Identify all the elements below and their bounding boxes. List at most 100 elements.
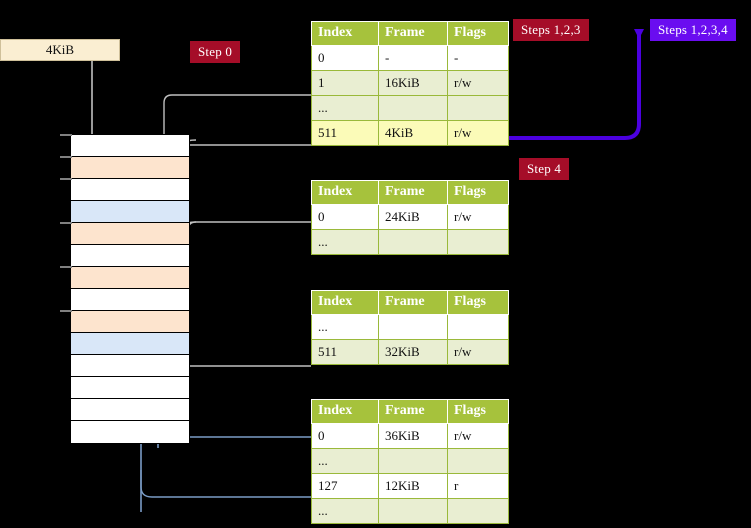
physical-memory-column <box>70 134 190 444</box>
badge-steps-1234-label: Steps 1,2,3,4 <box>658 22 728 37</box>
column-header-index: Index <box>311 21 379 46</box>
column-header-flags: Flags <box>447 399 509 424</box>
cell-frame: 32KiB <box>378 339 448 365</box>
cell-flags: r/w <box>447 204 509 230</box>
badge-step-4-label: Step 4 <box>527 161 562 176</box>
memory-frame-row <box>71 201 189 223</box>
cell-index: 127 <box>311 473 379 499</box>
column-header-flags: Flags <box>447 21 509 46</box>
table-row: 0-- <box>311 45 509 71</box>
cell-index: ... <box>311 498 379 524</box>
memory-frame-row <box>71 333 189 355</box>
table-row: ... <box>311 498 509 524</box>
column-header-frame: Frame <box>378 290 448 315</box>
memory-frame-row <box>71 311 189 333</box>
size-box-label: 4KiB <box>45 42 75 57</box>
cell-frame: 24KiB <box>378 204 448 230</box>
wire-pd-to-memory <box>174 304 311 367</box>
cell-index: ... <box>311 229 379 255</box>
cell-index: 0 <box>311 204 379 230</box>
memory-frame-row <box>71 289 189 311</box>
cell-frame <box>378 314 448 340</box>
cell-frame: 4KiB <box>378 120 448 146</box>
badge-step-4: Step 4 <box>519 158 570 180</box>
badge-steps-1234: Steps 1,2,3,4 <box>650 19 736 41</box>
table-row: ... <box>311 229 509 255</box>
cell-flags <box>447 229 509 255</box>
wire-pt-row127-to-memory <box>140 470 311 498</box>
table-row: ... <box>311 314 509 340</box>
column-header-flags: Flags <box>447 180 509 205</box>
table-row: ... <box>311 95 509 121</box>
memory-frame-row <box>71 421 189 443</box>
memory-tick <box>60 310 72 312</box>
cell-frame: - <box>378 45 448 71</box>
memory-frame-row <box>71 355 189 377</box>
memory-frame-row <box>71 223 189 245</box>
cell-frame: 36KiB <box>378 423 448 449</box>
badge-step-0: Step 0 <box>190 41 241 63</box>
memory-tick <box>60 266 72 268</box>
cell-index: 0 <box>311 423 379 449</box>
cell-frame <box>378 229 448 255</box>
size-box-4kib: 4KiB <box>0 39 120 61</box>
cell-flags: r <box>447 473 509 499</box>
memory-tick <box>60 222 72 224</box>
cell-index: 0 <box>311 45 379 71</box>
memory-frame-row <box>71 179 189 201</box>
memory-frame-row <box>71 245 189 267</box>
cell-flags: r/w <box>447 120 509 146</box>
cell-index: 1 <box>311 70 379 96</box>
memory-tick <box>60 156 72 158</box>
cell-index: 511 <box>311 339 379 365</box>
badge-step-0-label: Step 0 <box>198 44 233 59</box>
column-header-index: Index <box>311 290 379 315</box>
column-header-frame: Frame <box>378 21 448 46</box>
table-row: ... <box>311 448 509 474</box>
cell-frame <box>378 95 448 121</box>
cell-flags: r/w <box>447 70 509 96</box>
memory-frame-row <box>71 399 189 421</box>
cell-index: ... <box>311 95 379 121</box>
cell-flags <box>447 95 509 121</box>
memory-frame-row <box>71 267 189 289</box>
column-header-index: Index <box>311 399 379 424</box>
cell-frame <box>378 498 448 524</box>
memory-frame-row <box>71 135 189 157</box>
memory-frame-row <box>71 157 189 179</box>
badge-steps-123-label: Steps 1,2,3 <box>521 22 581 37</box>
cell-flags <box>447 314 509 340</box>
memory-tick <box>60 134 72 136</box>
cell-frame: 12KiB <box>378 473 448 499</box>
cell-index: ... <box>311 448 379 474</box>
column-header-index: Index <box>311 180 379 205</box>
cell-flags: r/w <box>447 423 509 449</box>
cell-flags <box>447 498 509 524</box>
memory-frame-row <box>71 377 189 399</box>
cell-flags: - <box>447 45 509 71</box>
cell-frame: 16KiB <box>378 70 448 96</box>
column-header-frame: Frame <box>378 180 448 205</box>
cell-index: ... <box>311 314 379 340</box>
column-header-frame: Frame <box>378 399 448 424</box>
badge-steps-123: Steps 1,2,3 <box>513 19 589 41</box>
cell-flags: r/w <box>447 339 509 365</box>
cell-flags <box>447 448 509 474</box>
cell-index: 511 <box>311 120 379 146</box>
cell-frame <box>378 448 448 474</box>
